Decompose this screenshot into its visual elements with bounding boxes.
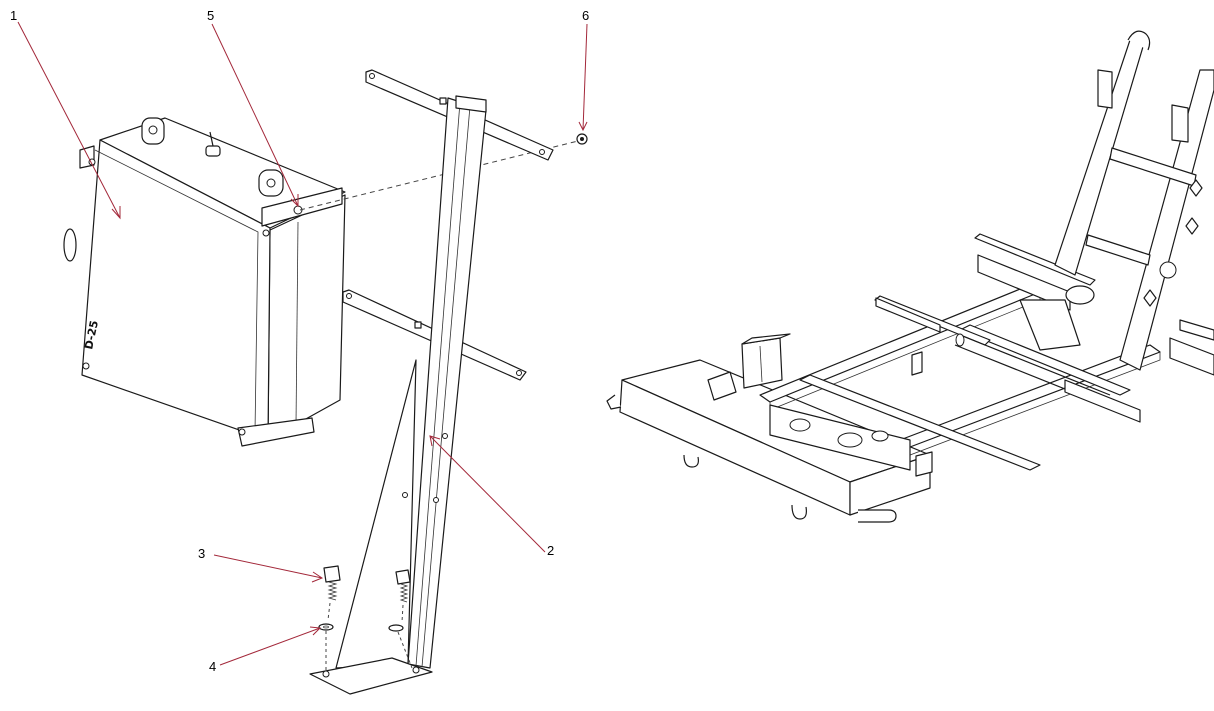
- callout-label-6: 6: [582, 8, 589, 23]
- callout-label-2: 2: [547, 543, 554, 558]
- callout-label-1: 1: [10, 8, 17, 23]
- nut: [576, 133, 588, 145]
- bolt: [323, 565, 341, 601]
- callout-label-3: 3: [198, 546, 205, 561]
- callout-label-5: 5: [207, 8, 214, 23]
- leader-line-3: [213, 554, 323, 579]
- leader-line-6: [582, 23, 588, 131]
- leader-line-1: [17, 21, 121, 219]
- latch-left: [141, 117, 165, 145]
- enclosure-marking: D-25: [82, 319, 101, 350]
- latch-right: [258, 169, 284, 197]
- leader-line-2: [429, 435, 546, 553]
- chassis-frame: [606, 30, 1214, 523]
- washer: [318, 623, 334, 631]
- leader-line-4: [219, 627, 321, 666]
- callout-label-4: 4: [209, 659, 216, 674]
- electrical-enclosure: D-25: [63, 117, 346, 447]
- mounting-stand: [309, 69, 554, 695]
- leader-line-5: [211, 23, 299, 207]
